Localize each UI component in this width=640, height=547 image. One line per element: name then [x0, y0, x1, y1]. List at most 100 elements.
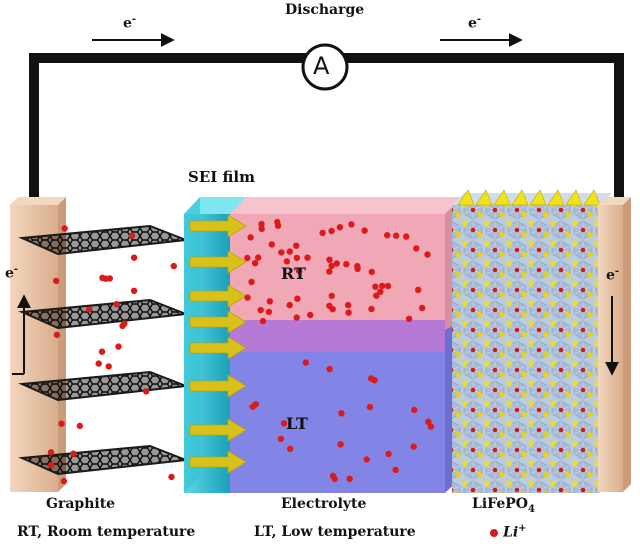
li-ion [255, 254, 262, 261]
li-ion [379, 282, 386, 290]
electrolyte-lt-region [230, 352, 445, 493]
li-ion [368, 305, 375, 313]
li-ion [244, 254, 251, 262]
li-ion [283, 258, 291, 265]
graphite-sheet-shade [22, 226, 186, 254]
li-flux-arrow [189, 284, 247, 308]
graphite-layers [18, 224, 187, 476]
li-ion [266, 298, 273, 305]
li-ion [328, 292, 335, 300]
li-ion [377, 288, 384, 295]
li-ion [384, 282, 392, 290]
li-ion [343, 261, 350, 268]
electrolyte-box [230, 197, 463, 493]
li-ion [302, 359, 309, 366]
li-ion [385, 450, 392, 458]
li-ion [344, 301, 352, 309]
li-ion [348, 221, 355, 228]
li-ion [418, 304, 426, 312]
electron-symbol: e [468, 15, 477, 32]
li-flux-arrow [189, 336, 247, 360]
li-ion [70, 450, 77, 457]
diagram-title: Discharge [285, 2, 365, 18]
li-ion [130, 287, 138, 294]
cathode-current-collector [598, 197, 631, 492]
li-ion [336, 224, 344, 231]
electron-label-anode: e- [5, 264, 18, 282]
li-ion [384, 232, 391, 239]
li-ion [251, 260, 259, 267]
li-ion [53, 277, 60, 285]
phosphate-tetrahedron [475, 189, 493, 206]
li-ion [294, 295, 301, 302]
li-ion [258, 220, 265, 228]
li-flux-arrow [189, 374, 247, 398]
graphite-sheet-shade [22, 372, 186, 400]
electron-label-left: e- [123, 14, 136, 32]
li-ion [257, 306, 264, 314]
li-ion [128, 232, 136, 239]
electron-symbol: e [5, 265, 14, 282]
lifepo4-crystal [452, 189, 612, 493]
li-ion [328, 227, 335, 235]
li-ion [121, 320, 128, 327]
li-ion [371, 377, 378, 384]
electrolyte-rt-region [230, 214, 445, 324]
li-ion [286, 248, 293, 255]
li-flux-arrow [189, 310, 247, 334]
li-ion [60, 477, 68, 485]
li-ion [372, 283, 379, 290]
phosphate-tetrahedron [565, 189, 583, 206]
li-ion [76, 422, 84, 430]
li-ion [286, 301, 293, 309]
li-ion [415, 286, 422, 293]
li-ion [168, 473, 175, 481]
li-ion [361, 227, 368, 234]
li-ion [304, 254, 311, 261]
li-ion [403, 233, 410, 240]
li-ion [143, 388, 150, 395]
li-flux-arrow [189, 250, 247, 274]
legend-lt: LT, Low temperature [254, 524, 416, 540]
li-ion [53, 331, 61, 339]
li-flux-arrow [189, 214, 247, 238]
li-ion [329, 306, 336, 313]
li-ion [424, 251, 431, 258]
electron-symbol: e [123, 15, 132, 32]
li-ion [287, 445, 294, 452]
li-ion [105, 363, 112, 370]
li-ion [326, 256, 333, 263]
li-ion [405, 315, 413, 322]
li-ion [277, 435, 285, 443]
li-ion [259, 317, 267, 325]
ammeter-symbol [301, 43, 349, 91]
li-ion [47, 449, 55, 456]
anode-current-collector [10, 197, 66, 492]
li-ion [345, 309, 352, 316]
lifepo4-subscript: 4 [527, 503, 535, 515]
li-ion [368, 268, 375, 276]
li-ion [113, 301, 120, 308]
li-ion [293, 314, 300, 321]
li-ion [333, 260, 340, 267]
li-ion [363, 456, 370, 463]
lt-region-label: LT [286, 414, 308, 433]
li-ion [268, 241, 275, 248]
li-ion [293, 254, 301, 262]
li-ion [295, 267, 303, 274]
phosphate-tetrahedron [547, 189, 565, 206]
electron-charge: - [476, 14, 482, 25]
crystal-lattice [452, 205, 600, 493]
li-ion [265, 308, 273, 316]
lifepo4-base: LiFePO [472, 496, 528, 512]
legend-rt: RT, Room temperature [17, 524, 196, 540]
li-flux-arrow [189, 418, 247, 442]
electron-charge: - [13, 264, 19, 275]
li-ion [392, 466, 399, 473]
li-ion [366, 403, 374, 411]
electron-charge: - [614, 266, 620, 277]
li-ion [319, 229, 326, 237]
li-ion [326, 365, 333, 373]
li-ion [425, 418, 432, 425]
